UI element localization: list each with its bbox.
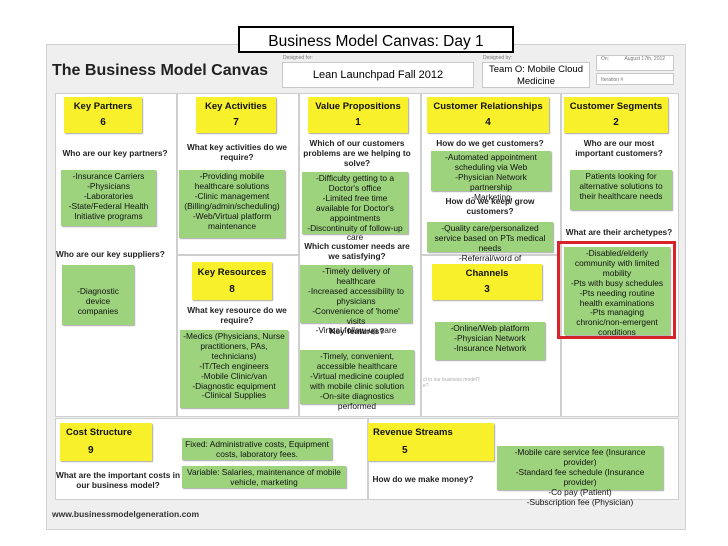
key-suppliers-note: -Diagnostic device companies — [62, 265, 134, 325]
value-propositions-note-2: -Timely delivery of healthcare -Increase… — [300, 265, 412, 335]
key-resources-note: -Medics (Physicians, Nurse practitioners… — [180, 330, 288, 408]
key-resources-number: 8 — [229, 284, 235, 295]
faint-overlay-line-1: ct in our business model? — [423, 377, 480, 383]
customer-segments-question-1: Who are our most important customers? — [575, 138, 663, 159]
designed-by-label: Designed by: — [483, 55, 513, 61]
slide-title: Business Model Canvas: Day 1 — [238, 26, 514, 53]
key-resources-title: Key Resources — [197, 267, 267, 278]
customer-segments-question-2: What are their archetypes? — [565, 227, 673, 237]
key-partners-sticky: Key Partners 6 — [64, 97, 142, 133]
key-resources-question: What key resource do we require? — [187, 305, 287, 326]
key-resources-sticky: Key Resources 8 — [192, 262, 272, 300]
cost-structure-note-fixed: Fixed: Administrative costs, Equipment c… — [182, 438, 332, 460]
customer-relationships-question-2: How do we keep/ grow customers? — [445, 196, 535, 217]
channels-sticky: Channels 3 — [432, 264, 542, 300]
cost-structure-sticky: Cost Structure 9 — [60, 423, 152, 461]
revenue-streams-number: 5 — [402, 445, 408, 456]
channels-note: -Online/Web platform -Physician Network … — [435, 322, 545, 360]
cost-structure-number: 9 — [88, 445, 94, 456]
value-propositions-sticky: Value Propositions 1 — [308, 97, 408, 133]
key-activities-question: What key activities do we require? — [186, 142, 288, 163]
faint-overlay-line-2: e? — [423, 383, 429, 389]
customer-relationships-note-1: -Automated appointment scheduling via We… — [431, 151, 551, 202]
value-propositions-question-1: Which of our customers problems are we h… — [303, 138, 411, 169]
customer-relationships-note-2: -Quality care/personalized service based… — [427, 222, 553, 273]
value-propositions-question-3: Key features? — [329, 326, 385, 336]
customer-segments-note-1: Patients looking for alternative solutio… — [570, 170, 672, 210]
customer-segments-title: Customer Segments — [569, 101, 663, 112]
value-propositions-question-2: Which customer needs are we satisfying? — [304, 241, 410, 262]
key-activities-title: Key Activities — [205, 101, 267, 112]
panel-key-partners — [55, 93, 177, 417]
revenue-streams-title: Revenue Streams — [373, 427, 453, 438]
designed-by-value: Team O: Mobile Cloud Medicine — [482, 62, 590, 88]
cost-structure-note-variable: Variable: Salaries, maintenance of mobil… — [182, 466, 346, 488]
revenue-streams-sticky: Revenue Streams 5 — [368, 423, 494, 461]
footer-url[interactable]: www.businessmodelgeneration.com — [52, 509, 200, 519]
archetypes-highlight-box — [557, 241, 676, 339]
customer-relationships-question-1: How do we get customers? — [436, 138, 544, 148]
key-activities-sticky: Key Activities 7 — [196, 97, 276, 133]
customer-relationships-sticky: Customer Relationships 4 — [427, 97, 549, 133]
key-suppliers-question: Who are our key suppliers? — [56, 249, 165, 259]
designed-for-label: Designed for: — [283, 55, 313, 61]
canvas-title: The Business Model Canvas — [52, 62, 269, 79]
on-date: August 17th, 2012 — [624, 56, 666, 62]
channels-number: 3 — [484, 284, 490, 295]
key-activities-number: 7 — [233, 117, 239, 128]
customer-segments-sticky: Customer Segments 2 — [564, 97, 668, 133]
designed-for-value: Lean Launchpad Fall 2012 — [282, 62, 474, 88]
key-partners-note: -Insurance Carriers -Physicians -Laborat… — [61, 170, 156, 226]
customer-segments-note-2: -Disabled/elderly community with limited… — [564, 247, 670, 337]
faint-overlay-text: ct in our business model? e? — [423, 377, 480, 389]
value-propositions-number: 1 — [355, 117, 361, 128]
key-partners-question: Who are our key partners? — [62, 148, 168, 158]
channels-title: Channels — [465, 268, 509, 279]
value-propositions-note-1: -Difficulty getting to a Doctor's office… — [302, 172, 408, 242]
value-propositions-title: Value Propositions — [315, 101, 401, 112]
revenue-streams-note: -Mobile care service fee (Insurance prov… — [497, 446, 663, 506]
customer-relationships-number: 4 — [485, 117, 491, 128]
key-partners-title: Key Partners — [73, 101, 133, 112]
iteration-box: Iteration # — [596, 73, 674, 85]
key-activities-note: -Providing mobile healthcare solutions -… — [179, 170, 285, 238]
key-partners-number: 6 — [100, 117, 106, 128]
customer-segments-number: 2 — [613, 117, 619, 128]
value-propositions-note-3: -Timely, convenient, accessible healthca… — [300, 350, 414, 410]
date-box: On: August 17th, 2012 — [596, 55, 674, 71]
customer-relationships-title: Customer Relationships — [433, 101, 543, 112]
on-label: On: — [601, 56, 610, 62]
cost-structure-question: What are the important costs in our busi… — [56, 470, 181, 491]
cost-structure-title: Cost Structure — [66, 427, 132, 438]
revenue-streams-question: How do we make money? — [372, 474, 474, 484]
